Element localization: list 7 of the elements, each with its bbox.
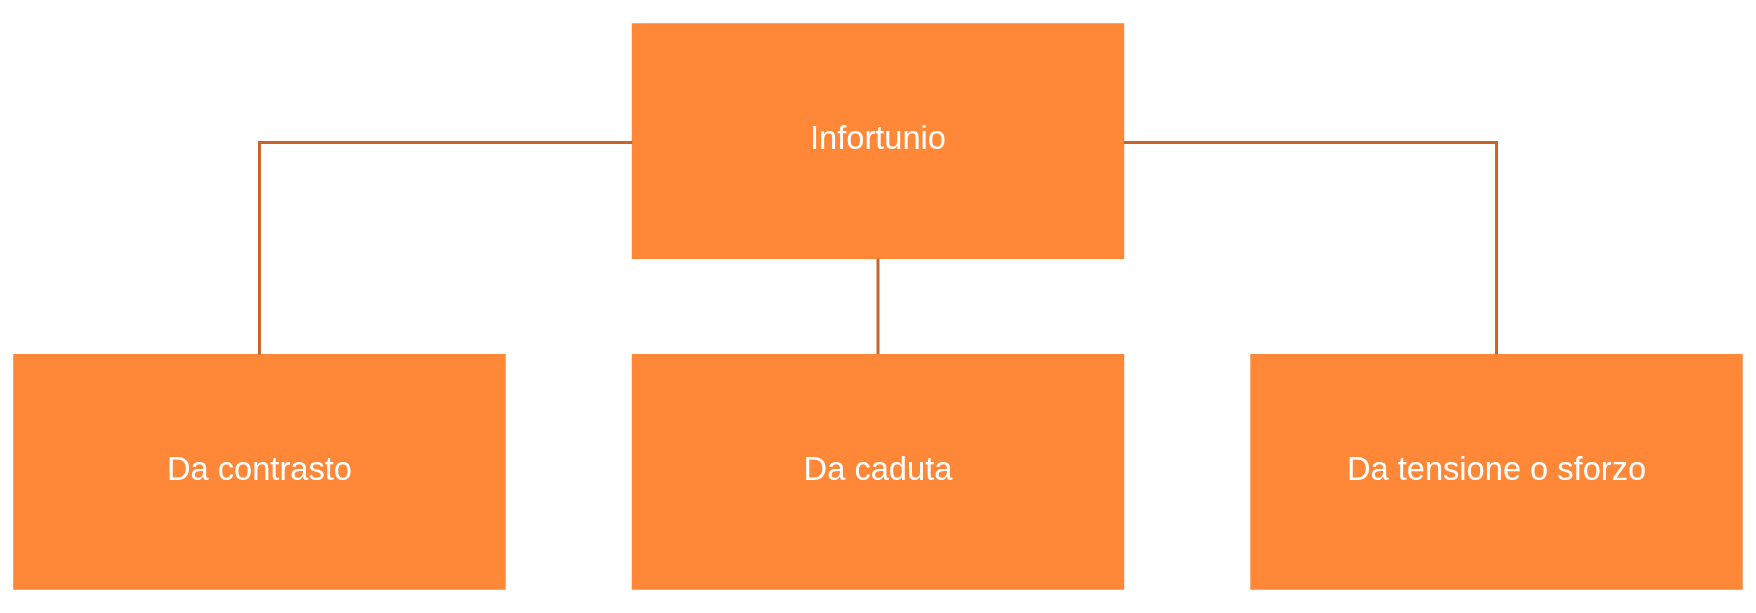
- connector: [1123, 141, 1498, 355]
- node-box: Infortunio: [631, 23, 1125, 260]
- node-box: Da contrasto: [13, 353, 506, 590]
- node-box: Da tensione o sforzo: [1250, 353, 1743, 590]
- node-box: Da caduta: [631, 353, 1125, 590]
- connector: [876, 258, 880, 355]
- connector: [258, 141, 633, 355]
